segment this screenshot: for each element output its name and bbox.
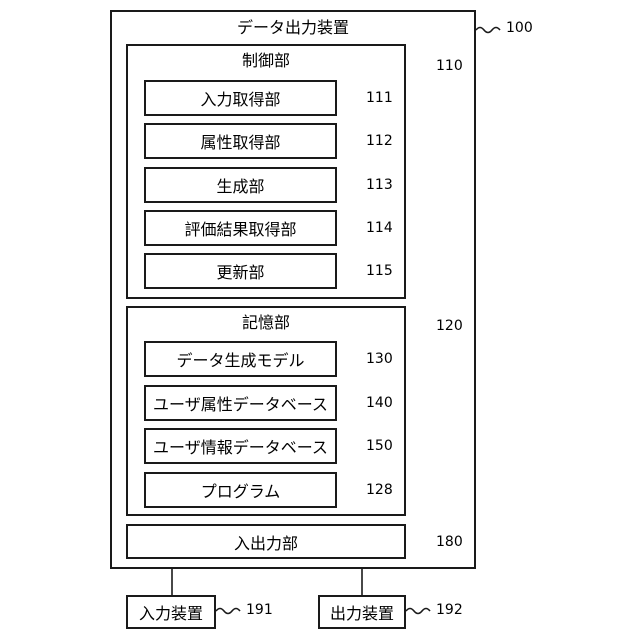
generation-unit-ref: 113 [366,177,393,193]
input-device-ref: 191 [246,602,273,618]
program: プログラム [144,472,337,508]
update-unit-ref: 115 [366,263,393,279]
storage-unit-title: 記憶部 [128,313,404,333]
user-attribute-database-ref: 140 [366,395,393,411]
evaluation-result-acquisition-ref: 114 [366,220,393,236]
generation-unit: 生成部 [144,167,337,203]
leader-192 [406,609,430,614]
device-ref: 100 [506,20,533,36]
program-ref: 128 [366,482,393,498]
user-information-database-ref: 150 [366,438,393,454]
output-device-ref: 192 [436,602,463,618]
device-title: データ出力装置 [112,18,474,38]
data-generation-model: データ生成モデル [144,341,337,377]
leader-100 [476,28,500,33]
attribute-acquisition-ref: 112 [366,133,393,149]
storage-unit-ref: 120 [436,318,463,334]
input-output-unit-ref: 180 [436,534,463,550]
attribute-acquisition-unit: 属性取得部 [144,123,337,159]
input-device: 入力装置 [126,595,216,629]
input-output-unit: 入出力部 [126,524,406,559]
control-unit-ref: 110 [436,58,463,74]
leader-191 [216,609,240,614]
input-acquisition-ref: 111 [366,90,393,106]
user-information-database: ユーザ情報データベース [144,428,337,464]
data-generation-model-ref: 130 [366,351,393,367]
output-device: 出力装置 [318,595,406,629]
user-attribute-database: ユーザ属性データベース [144,385,337,421]
control-unit-title: 制御部 [128,51,404,71]
evaluation-result-acquisition-unit: 評価結果取得部 [144,210,337,246]
input-acquisition-unit: 入力取得部 [144,80,337,116]
update-unit: 更新部 [144,253,337,289]
